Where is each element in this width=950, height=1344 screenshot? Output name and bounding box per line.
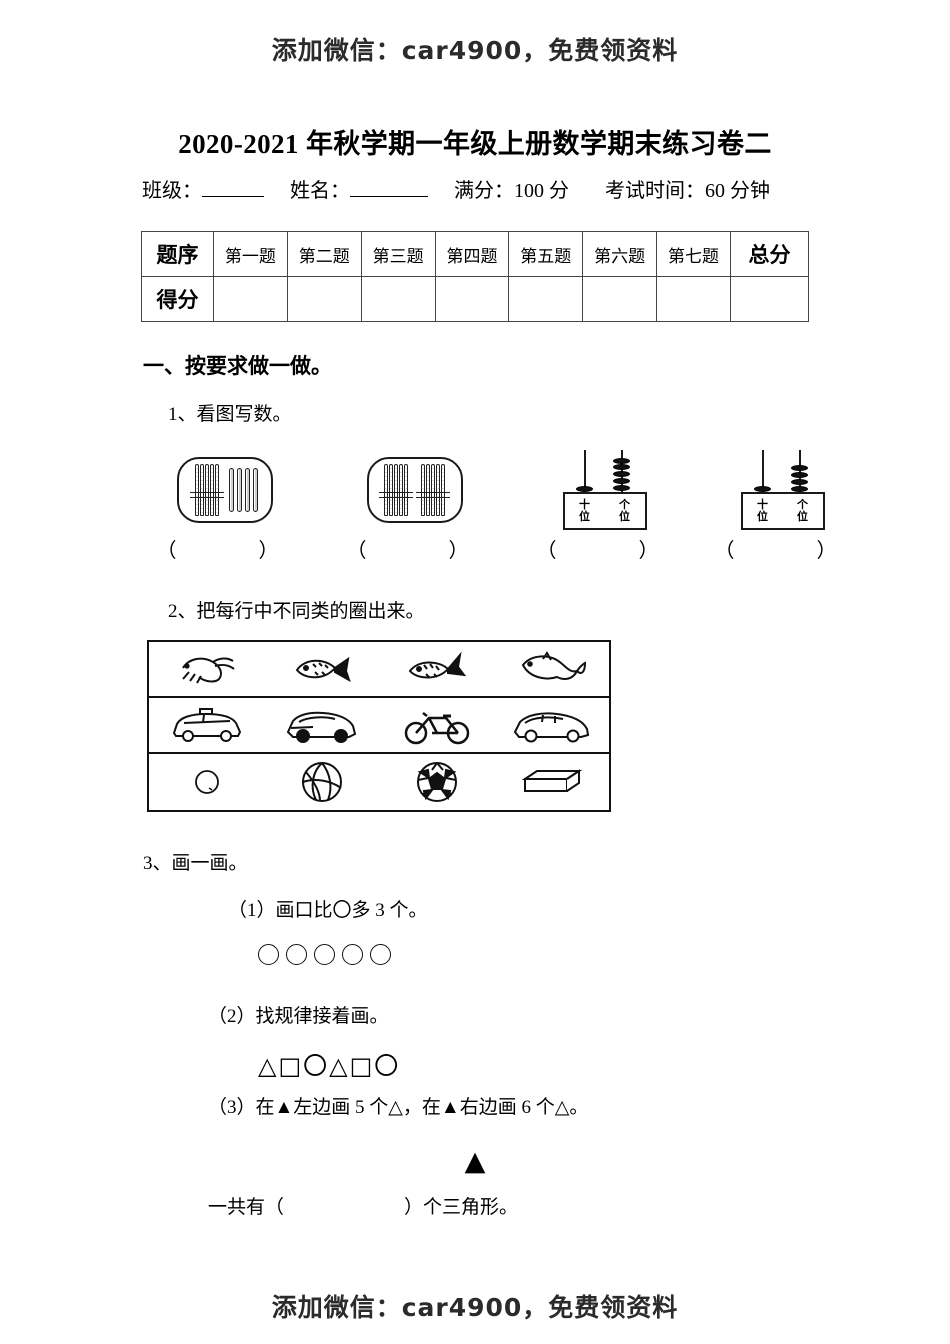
- score-cell-total[interactable]: [730, 276, 809, 322]
- watermark-top: 添加微信：car4900，免费领资料: [271, 36, 679, 65]
- question-3-sub2-text: （2）找规律接着画。: [208, 1006, 389, 1027]
- q1-item-3: 十位 个位 （ ）: [521, 448, 688, 568]
- place-value-frame: 十位 个位: [562, 492, 647, 530]
- row-label-score: 得分: [141, 276, 214, 322]
- abacus-figure-2: 十位 个位: [699, 448, 866, 532]
- score-cell-q7[interactable]: [656, 276, 731, 322]
- q1-answer-blank-2[interactable]: （ ）: [346, 540, 483, 562]
- bicycle-icon[interactable]: [379, 698, 494, 752]
- picture-row-animals: [149, 642, 609, 698]
- fish-icon[interactable]: [264, 642, 379, 696]
- name-label: 姓名：: [290, 180, 350, 202]
- exam-time-label: 考试时间：60 分钟: [605, 180, 770, 202]
- picture-row-vehicles: [149, 698, 609, 754]
- q1-answer-blank-1[interactable]: （ ）: [156, 540, 293, 562]
- place-value-frame: 十位 个位: [740, 492, 825, 530]
- column-header-q1: 第一题: [213, 231, 288, 277]
- circle-shape: [370, 944, 391, 965]
- score-cell-q5[interactable]: [508, 276, 584, 322]
- column-header-total: 总分: [730, 231, 809, 277]
- circle-shape: [342, 944, 363, 965]
- page-title: 2020-2021 年秋学期一年级上册数学期末练习卷二: [178, 129, 772, 159]
- column-header-q5: 第五题: [508, 231, 584, 277]
- sticks-container-icon: [176, 457, 273, 523]
- picture-row-shapes: [149, 754, 609, 810]
- watermark-bottom: 添加微信：car4900，免费领资料: [271, 1293, 679, 1322]
- car-icon[interactable]: [494, 698, 609, 752]
- circle-shape: [258, 944, 279, 965]
- name-input-blank[interactable]: [350, 196, 428, 197]
- full-score-label: 满分：100 分: [454, 180, 569, 202]
- question-3-prompt: 3、画一画。: [143, 853, 248, 874]
- question-3-sub3-text: （3）在▲左边画 5 个△，在▲右边画 6 个△。: [208, 1097, 589, 1118]
- column-header-q6: 第六题: [582, 231, 658, 277]
- small-ball-icon[interactable]: [149, 754, 264, 810]
- stick-bundle-icon: [379, 464, 413, 516]
- column-header-q3: 第三题: [360, 231, 436, 277]
- car-icon[interactable]: [149, 698, 264, 752]
- soccer-ball-icon[interactable]: [379, 754, 494, 810]
- question-3-sub1-text: （1）画口比〇多 3 个。: [228, 900, 428, 921]
- row-label-question-order: 题序: [141, 231, 214, 277]
- section-one-heading: 一、按要求做一做。: [143, 354, 332, 378]
- column-header-q7: 第七题: [656, 231, 731, 277]
- shrimp-icon[interactable]: [149, 642, 264, 696]
- column-header-q4: 第四题: [434, 231, 510, 277]
- total-question-suffix: ）个三角形。: [404, 1197, 519, 1218]
- place-value-abacus-icon: 十位 个位: [559, 448, 651, 532]
- question-3-total-line: 一共有（ ）个三角形。: [208, 1192, 518, 1219]
- loose-sticks-icon: [228, 468, 258, 512]
- ones-place-label: 个位: [797, 498, 808, 523]
- circle-shape: [286, 944, 307, 965]
- tens-place-label: 十位: [757, 498, 768, 523]
- volleyball-icon[interactable]: [264, 754, 379, 810]
- score-cell-q6[interactable]: [582, 276, 658, 322]
- q1-item-1: （ ）: [141, 448, 308, 568]
- q1-item-2: （ ）: [331, 448, 498, 568]
- score-cell-q1[interactable]: [213, 276, 288, 322]
- q1-item-4: 十位 个位 （ ）: [699, 448, 866, 568]
- table-row-scores: 得分: [141, 276, 809, 322]
- q1-answer-blank-4[interactable]: （ ）: [714, 540, 851, 562]
- sticks-container-icon: [366, 457, 463, 523]
- cuboid-box-icon[interactable]: [494, 754, 609, 810]
- question-1-prompt: 1、看图写数。: [168, 404, 292, 425]
- dolphin-icon[interactable]: [494, 642, 609, 696]
- tens-place-label: 十位: [579, 498, 590, 523]
- table-row-header: 题序 第一题 第二题 第三题 第四题 第五题 第六题 第七题 总分: [141, 231, 809, 277]
- sticks-figure-1: [141, 448, 308, 532]
- question-1-figures: （ ） （ ）: [141, 448, 837, 568]
- total-question-prefix: 一共有（: [208, 1197, 285, 1218]
- score-cell-q2[interactable]: [286, 276, 362, 322]
- class-input-blank[interactable]: [202, 196, 264, 197]
- question-3-sub2-pattern: △□〇△□〇: [258, 1052, 401, 1080]
- question-2-prompt: 2、把每行中不同类的圈出来。: [168, 601, 425, 622]
- score-table: 题序 第一题 第二题 第三题 第四题 第五题 第六题 第七题 总分 得分: [141, 231, 809, 322]
- car-icon[interactable]: [264, 698, 379, 752]
- place-value-abacus-icon: 十位 个位: [737, 448, 829, 532]
- filled-triangle-icon: ▲: [464, 1146, 486, 1177]
- stick-bundle-icon: [189, 464, 224, 516]
- class-label: 班级：: [142, 180, 202, 202]
- q1-answer-blank-3[interactable]: （ ）: [536, 540, 673, 562]
- column-header-q2: 第二题: [286, 231, 362, 277]
- question-3-sub1-circles: [258, 944, 391, 965]
- abacus-figure-1: 十位 个位: [521, 448, 688, 532]
- sticks-figure-2: [331, 448, 498, 532]
- stick-bundle-icon: [416, 464, 450, 516]
- fish-icon[interactable]: [379, 642, 494, 696]
- student-info-line: 班级： 姓名： 满分：100 分 考试时间：60 分钟: [142, 174, 770, 203]
- question-2-picture-grid: [147, 640, 611, 812]
- circle-shape: [314, 944, 335, 965]
- ones-place-label: 个位: [619, 498, 630, 523]
- score-cell-q3[interactable]: [360, 276, 436, 322]
- score-cell-q4[interactable]: [434, 276, 510, 322]
